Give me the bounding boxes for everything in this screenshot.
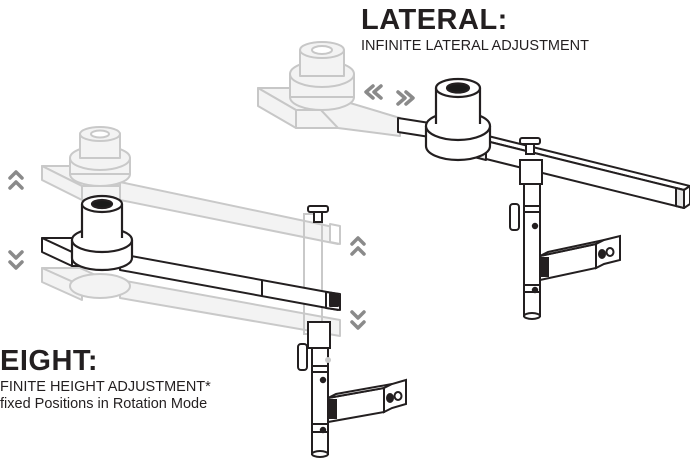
- height-subheading-line2: fixed Positions in Rotation Mode: [0, 396, 208, 412]
- height-post: [307, 321, 331, 458]
- lateral-heading: LATERAL:: [361, 4, 508, 36]
- lateral-ghost-arm: [257, 41, 401, 137]
- lateral-subheading: INFINITE LATERAL ADJUSTMENT: [361, 38, 589, 54]
- lateral-receiver-bracket: [539, 234, 621, 282]
- lateral-post: [519, 159, 543, 320]
- double-chevron-right-icon: [396, 90, 415, 106]
- height-subheading-line1: FINITE HEIGHT ADJUSTMENT*: [0, 379, 211, 395]
- height-heading: EIGHT:: [0, 345, 99, 377]
- height-lever-handle: [297, 343, 308, 371]
- double-chevron-down-icon: [350, 310, 366, 330]
- double-chevron-left-icon: [364, 84, 383, 100]
- height-ghost-upper-arm: [41, 126, 341, 245]
- lateral-clamp-knob: [519, 137, 541, 155]
- double-chevron-up-icon: [350, 236, 366, 256]
- lateral-lever-handle: [509, 203, 520, 231]
- double-chevron-down-icon: [8, 250, 24, 270]
- height-clamp-knob: [307, 205, 329, 223]
- height-hub: [70, 194, 134, 272]
- height-receiver-bracket: [327, 378, 407, 424]
- lateral-hub: [424, 77, 492, 162]
- double-chevron-up-icon: [8, 170, 24, 190]
- height-ghost-lower-arm: [41, 267, 341, 337]
